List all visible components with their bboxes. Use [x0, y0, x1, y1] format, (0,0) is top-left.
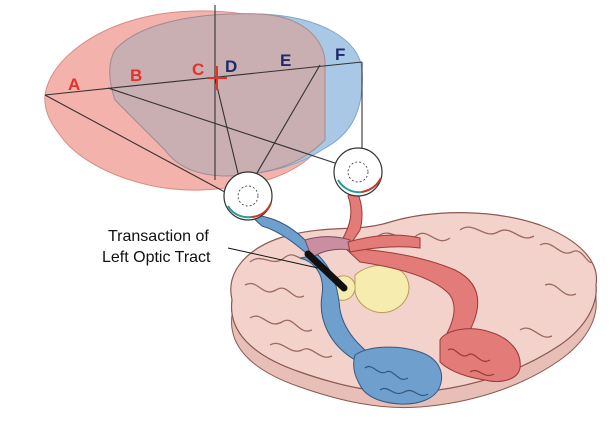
annotation-line-2: Left Optic Tract: [102, 249, 211, 266]
field-label-c: C: [192, 60, 204, 79]
right-eye-retina-nasal: [337, 179, 363, 194]
left-eye-retina-nasal: [227, 205, 253, 219]
right-visual-cortex: [353, 346, 443, 405]
horizontal-meridian: [44, 61, 363, 96]
proj-line-b-right-eye: [107, 87, 351, 169]
brain-section: [230, 187, 598, 409]
third-ventricle-area: [354, 264, 410, 314]
field-label-d: D: [225, 57, 237, 76]
right-optic-tract: [347, 234, 421, 253]
right-eye: [333, 147, 383, 197]
field-label-f: F: [335, 45, 345, 64]
field-label-b: B: [130, 66, 142, 85]
proj-line-e-left-eye: [249, 64, 321, 186]
binocular-overlap-field: [109, 13, 326, 177]
projection-lines: [44, 5, 363, 199]
left-eye-retina-temporal: [251, 202, 272, 218]
field-label-e: E: [280, 51, 291, 70]
visual-fields: [44, 10, 363, 191]
left-visual-cortex: [439, 328, 521, 382]
proj-line-c-left-eye: [214, 77, 243, 191]
fixation-cross: [207, 66, 227, 90]
proj-line-a-left-eye: [44, 94, 237, 199]
field-label-a: A: [68, 75, 80, 94]
left-cortex-folds: [447, 348, 495, 376]
optic-tract-lesion-mark: [304, 250, 348, 292]
right-eye-retina-temporal: [361, 177, 382, 193]
left-eye: [223, 171, 273, 221]
field-labels: A B C D E F: [68, 45, 345, 94]
right-cortex-folds: [364, 366, 429, 396]
annotation-leader-line: [227, 247, 319, 269]
annotation-line-1: Transaction of: [108, 228, 209, 245]
